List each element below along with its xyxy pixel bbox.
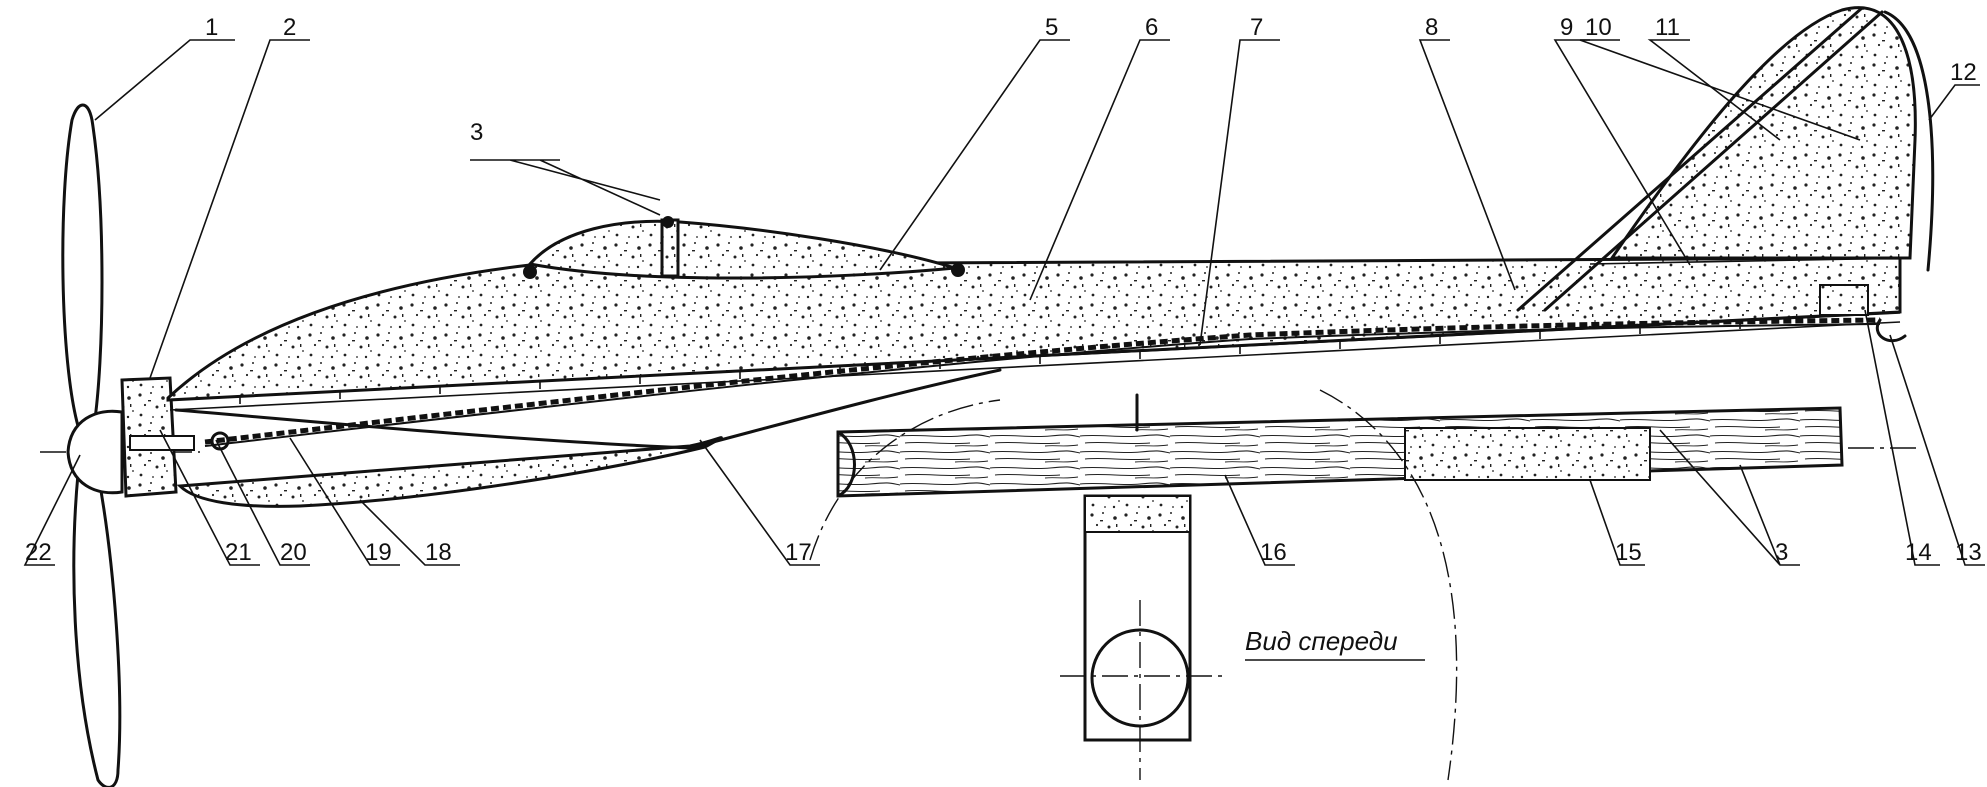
- callout-20: 20: [280, 539, 307, 566]
- leader-lines: [23, 39, 1985, 661]
- callout-5: 5: [1045, 14, 1058, 41]
- callout-21: 21: [225, 539, 252, 566]
- spinner: [66, 409, 124, 495]
- callout-19: 19: [365, 539, 392, 566]
- prop-shaft: [129, 435, 195, 451]
- tail-block: [1819, 284, 1869, 316]
- callout-6: 6: [1145, 14, 1158, 41]
- callout-15: 15: [1615, 539, 1642, 566]
- wing-foam-insert: [1404, 427, 1651, 481]
- callout-1: 1: [205, 14, 218, 41]
- callout-3b: 3: [1775, 539, 1788, 566]
- propeller-lower-blade: [72, 472, 122, 787]
- callout-12: 12: [1950, 59, 1977, 86]
- propeller-upper-blade: [61, 103, 104, 428]
- callout-22: 22: [25, 539, 52, 566]
- canopy: [527, 219, 956, 280]
- canopy-strut: [660, 218, 680, 278]
- motor-stick-bottom: [169, 321, 1901, 411]
- front-view-arc-left: [809, 399, 1001, 561]
- callout-2: 2: [283, 14, 296, 41]
- stabilizer-line: [1589, 257, 1911, 265]
- callout-11: 11: [1655, 14, 1680, 41]
- wing-spar: [836, 406, 1844, 498]
- vertical-fin: [1609, 6, 1917, 260]
- callout-17: 17: [785, 539, 812, 566]
- callout-18: 18: [425, 539, 452, 566]
- callout-10: 10: [1585, 14, 1612, 41]
- callout-16: 16: [1260, 539, 1287, 566]
- front-view-caption: Вид спереди: [1245, 626, 1398, 656]
- callout-3: 3: [470, 119, 483, 146]
- callout-9: 9: [1560, 14, 1573, 41]
- front-view-arc-right: [1319, 389, 1458, 781]
- callout-14: 14: [1905, 539, 1932, 566]
- rubber-motor: [204, 317, 1881, 445]
- ventral-fin: [176, 436, 723, 508]
- callout-8: 8: [1425, 14, 1438, 41]
- callout-7: 7: [1250, 14, 1263, 41]
- callout-13: 13: [1955, 539, 1982, 566]
